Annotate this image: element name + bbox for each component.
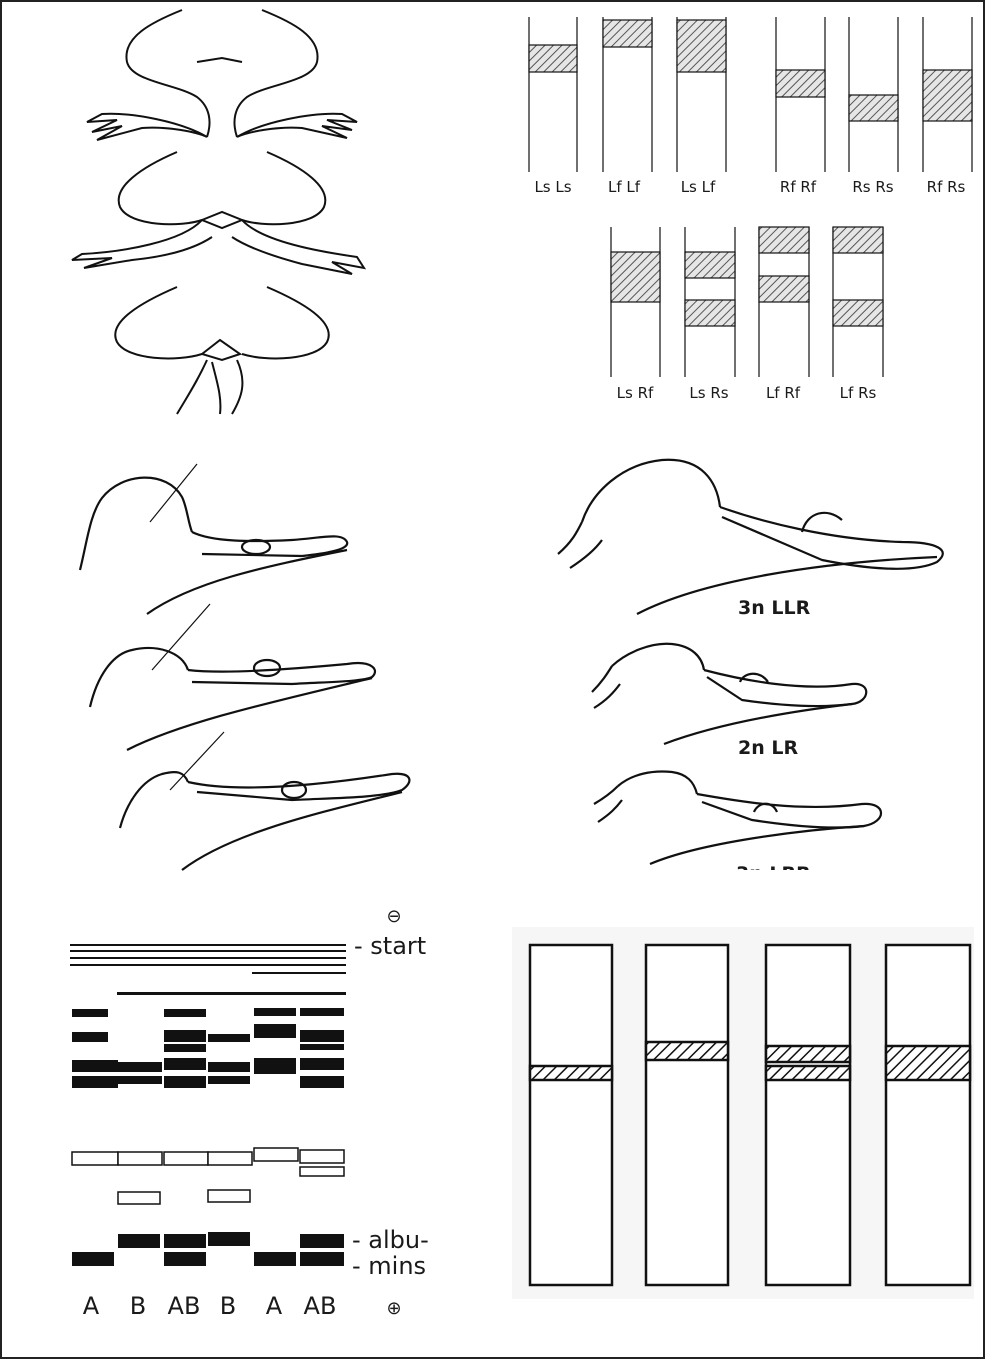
column-lf-rs	[833, 227, 883, 377]
brain-right-labels: 3n LLR 2n LR 3n LRR	[736, 597, 811, 885]
gel-column-4	[886, 945, 970, 1285]
label-lf-rf: Lf Rf	[766, 384, 801, 402]
brain-left-2	[90, 604, 375, 750]
label-lf-rs: Lf Rs	[840, 384, 877, 402]
brain-right-1	[558, 460, 943, 614]
lane-label-5: A	[266, 1292, 283, 1320]
column-lf-lf	[603, 17, 652, 172]
lane-label-3: AB	[168, 1292, 201, 1320]
label-ls-lf: Ls Lf	[681, 178, 716, 196]
gel-open-bands	[72, 1148, 344, 1204]
brain-left-3	[120, 732, 409, 870]
plexus-drawings	[72, 10, 364, 414]
column-rf-rf	[776, 17, 825, 172]
brain-outlines-right	[558, 460, 943, 864]
plexus-bottom	[115, 287, 328, 414]
column-ls-ls	[529, 17, 577, 172]
gel-column-2	[646, 945, 728, 1285]
electrophoresis-gel	[70, 944, 346, 1266]
label-ls-rf: Ls Rf	[617, 384, 654, 402]
label-rf-rs: Rf Rs	[927, 178, 966, 196]
gel-heavy-bands	[72, 1008, 344, 1088]
brain-right-2	[592, 644, 866, 744]
column-rs-rs	[849, 17, 898, 172]
genotype-labels: Ls Ls Lf Lf Ls Lf Rf Rf Rs Rs Rf Rs Ls R…	[534, 178, 965, 402]
genotype-columns	[529, 17, 972, 377]
lane-label-4: B	[220, 1292, 236, 1320]
anode-symbol: ⊕	[386, 1298, 401, 1319]
label-crop-mask	[562, 870, 862, 892]
albumins-label-1: - albu-	[352, 1226, 429, 1254]
lane-label-6: AB	[304, 1292, 337, 1320]
label-3n-llr: 3n LLR	[738, 597, 811, 619]
cathode-symbol: ⊖	[386, 906, 401, 927]
plexus-top	[87, 10, 357, 140]
column-ls-rs	[685, 227, 735, 377]
gel-start-lines	[70, 944, 346, 995]
column-lf-rf	[759, 227, 809, 377]
lane-label-1: A	[83, 1292, 100, 1320]
brain-outlines-left	[80, 464, 409, 870]
label-rs-rs: Rs Rs	[852, 178, 893, 196]
lane-label-2: B	[130, 1292, 146, 1320]
gel-columns-panel	[512, 927, 974, 1299]
plexus-middle	[72, 152, 364, 274]
start-label: - start	[354, 932, 426, 960]
albumins-label-2: - mins	[352, 1252, 426, 1280]
column-ls-lf	[677, 17, 726, 172]
label-ls-ls: Ls Ls	[534, 178, 571, 196]
column-rf-rs	[923, 17, 972, 172]
label-lf-lf: Lf Lf	[608, 178, 641, 196]
brain-right-3	[594, 772, 881, 864]
label-rf-rf: Rf Rf	[780, 178, 817, 196]
brain-left-1	[80, 464, 347, 614]
label-ls-rs: Ls Rs	[689, 384, 728, 402]
gel-column-1	[530, 945, 612, 1285]
gel-column-3	[766, 945, 850, 1285]
label-2n-lr: 2n LR	[738, 737, 798, 759]
gel-albumin-bands	[72, 1232, 344, 1266]
column-ls-rf	[611, 227, 660, 377]
